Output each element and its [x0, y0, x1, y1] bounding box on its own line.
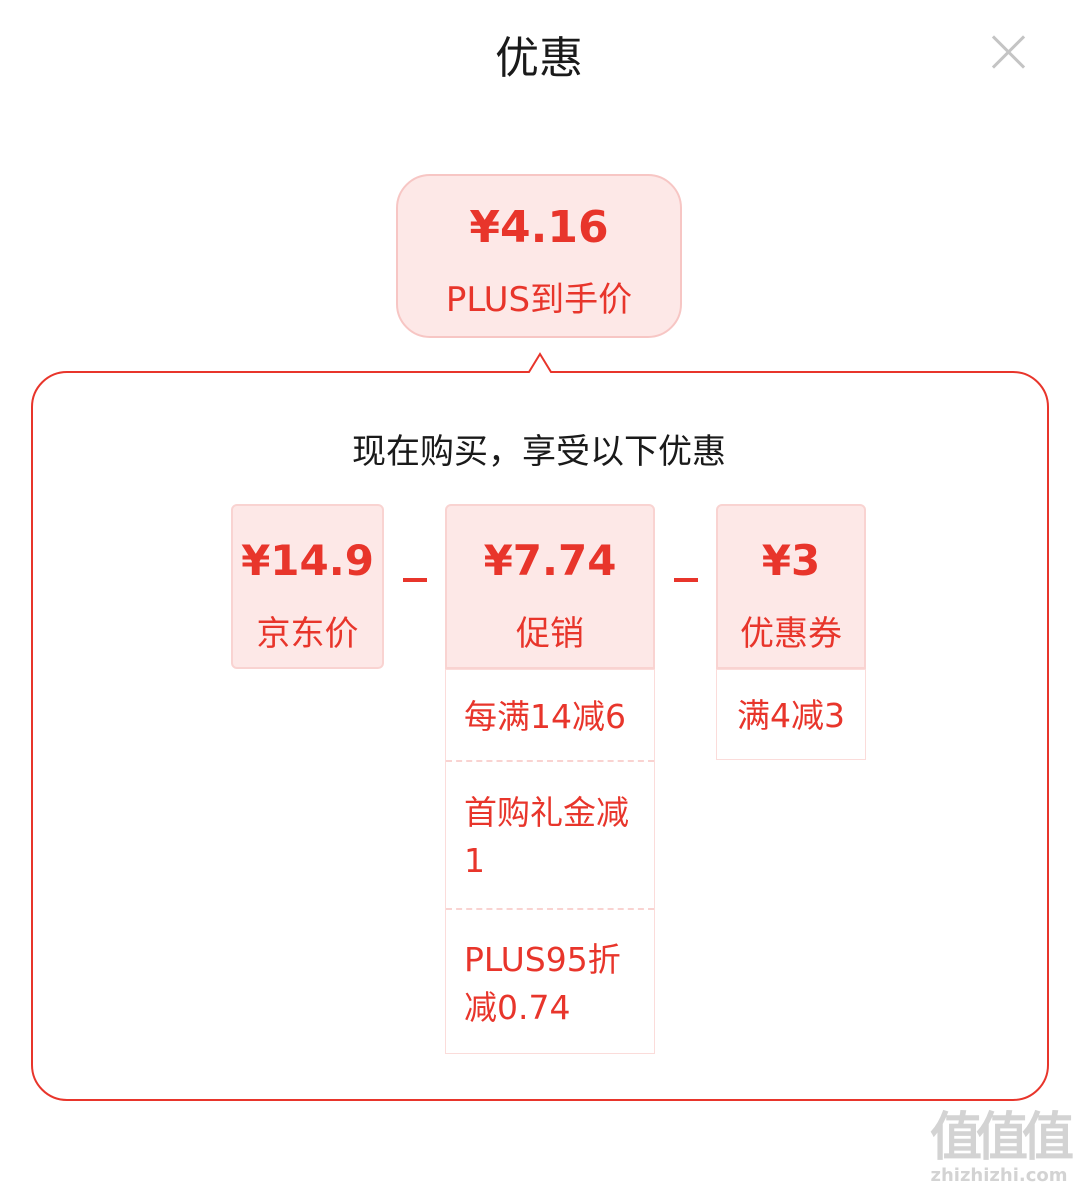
plus-price-label: PLUS到手价 [445, 280, 633, 320]
coupon-label: 优惠券 [740, 614, 842, 654]
panel-pointer [515, 352, 565, 374]
watermark-glyph: 值值值 [929, 1107, 1074, 1168]
promotion-card: ¥7.74 促销 [445, 504, 655, 669]
watermark-site: zhizhizhi.com [930, 1165, 1068, 1186]
divider [446, 908, 654, 910]
jd-price-card: ¥14.9 京东价 [231, 504, 384, 669]
coupon-amount: ¥3 [761, 536, 821, 585]
promotion-label: 促销 [516, 614, 584, 654]
jd-price-label: 京东价 [256, 614, 359, 654]
promotion-details: 每满14减6 首购礼金减1 PLUS95折减0.74 [445, 669, 655, 1054]
divider [446, 760, 654, 762]
plus-price-bubble: ¥4.16 PLUS到手价 [396, 174, 682, 338]
promotion-item: 首购礼金减1 [464, 793, 629, 880]
page-title: 优惠 [495, 33, 583, 84]
close-icon[interactable] [990, 34, 1026, 70]
panel-subtitle: 现在购买，享受以下优惠 [352, 432, 726, 472]
jd-price-amount: ¥14.9 [241, 536, 374, 585]
watermark-logo: 值值值 zhizhizhi.com [928, 1107, 1074, 1192]
coupon-card: ¥3 优惠券 [716, 504, 866, 669]
promotion-item: PLUS95折减0.74 [464, 940, 621, 1027]
minus-sign [674, 578, 698, 582]
minus-sign [403, 578, 427, 582]
plus-price: ¥4.16 [469, 202, 609, 253]
coupon-details: 满4减3 [716, 669, 866, 760]
coupon-item: 满4减3 [737, 696, 845, 735]
promotion-amount: ¥7.74 [483, 536, 617, 585]
promotion-item: 每满14减6 [464, 697, 626, 736]
